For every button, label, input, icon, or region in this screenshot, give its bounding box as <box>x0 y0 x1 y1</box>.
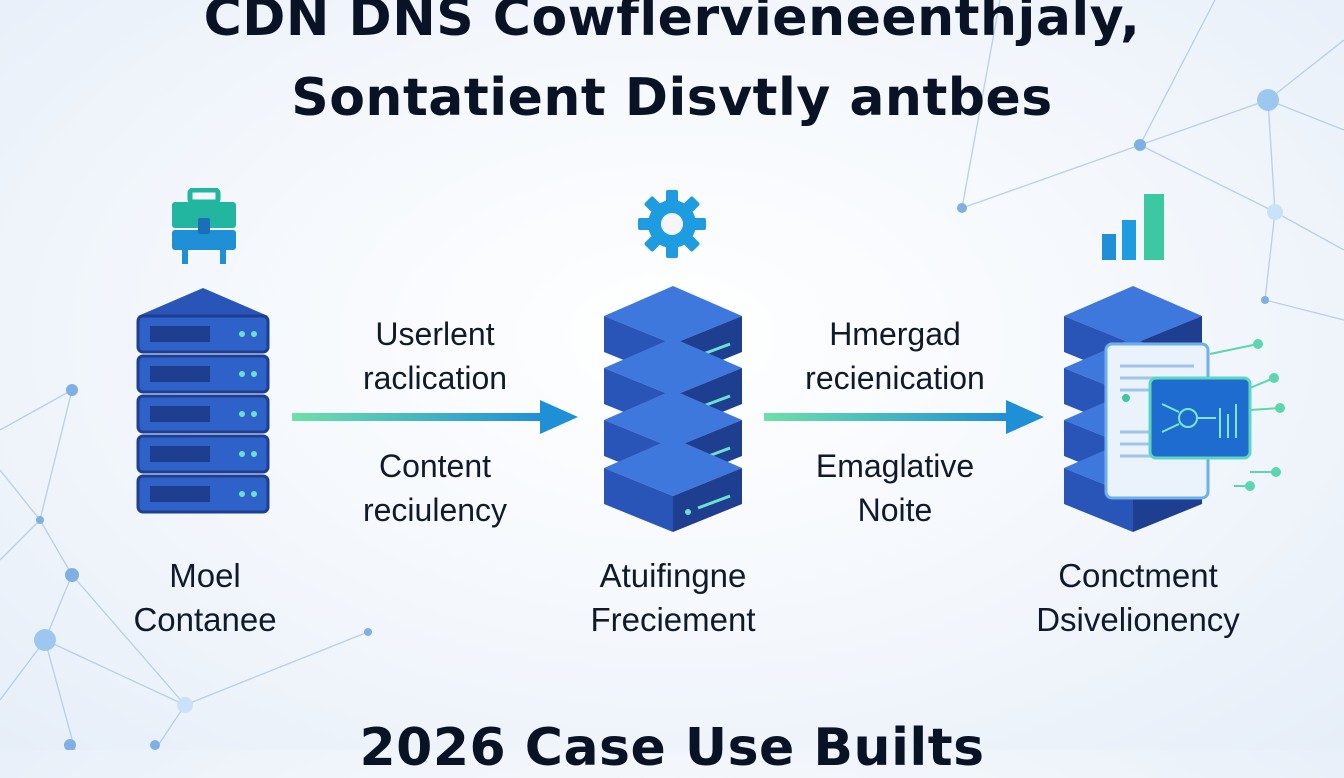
server-stack-1 <box>136 288 270 514</box>
node-label-3: Conctment Dsivelionency <box>1006 554 1270 642</box>
flow-2-bottom-line-1: Emaglative <box>815 448 975 484</box>
flow-2-top-line-2: recienication <box>805 360 985 396</box>
node-label-2-line-2: Freciement <box>590 601 756 638</box>
flow-1-top-line-2: raclication <box>362 360 508 396</box>
gear-icon <box>638 190 706 258</box>
server-stack-2 <box>604 286 742 532</box>
flow-1-top-line-1: Userlent <box>375 316 495 352</box>
bar-chart-icon <box>1102 194 1164 260</box>
node-label-1: Moel Contanee <box>100 554 310 642</box>
background-network <box>0 0 1344 750</box>
page-title-line-2: Sontatient Disvtly antbes <box>291 68 1053 128</box>
toolbox-icon <box>172 188 236 264</box>
page-title-line-1: CDN DNS Cowflervieneenthjaly, <box>203 0 1141 48</box>
flow-1-bottom-line-1: Content <box>378 448 492 484</box>
node-label-3-line-2: Dsivelionency <box>1036 601 1240 638</box>
flow-2-top-line-1: Hmergad <box>829 316 961 352</box>
flow-1-bottom-label: Content reciulency <box>320 444 550 532</box>
page-title-line-3: 2026 Case Use Builts <box>359 718 985 778</box>
flow-arrow-1 <box>292 400 578 434</box>
flow-1-bottom-line-2: reciulency <box>362 492 508 528</box>
flow-2-bottom-label: Emaglative Noite <box>780 444 1010 532</box>
node-label-2-line-1: Atuifingne <box>599 557 747 594</box>
flow-2-top-label: Hmergad recienication <box>770 312 1020 400</box>
node-label-2: Atuifingne Freciement <box>555 554 791 642</box>
flow-2-bottom-line-2: Noite <box>857 492 933 528</box>
flow-arrow-2 <box>764 400 1044 434</box>
server-stack-3 <box>1064 286 1285 532</box>
flow-1-top-label: Userlent raclication <box>320 312 550 400</box>
node-label-1-line-2: Contanee <box>133 601 277 638</box>
node-label-3-line-1: Conctment <box>1058 557 1218 594</box>
node-label-1-line-1: Moel <box>169 557 241 594</box>
